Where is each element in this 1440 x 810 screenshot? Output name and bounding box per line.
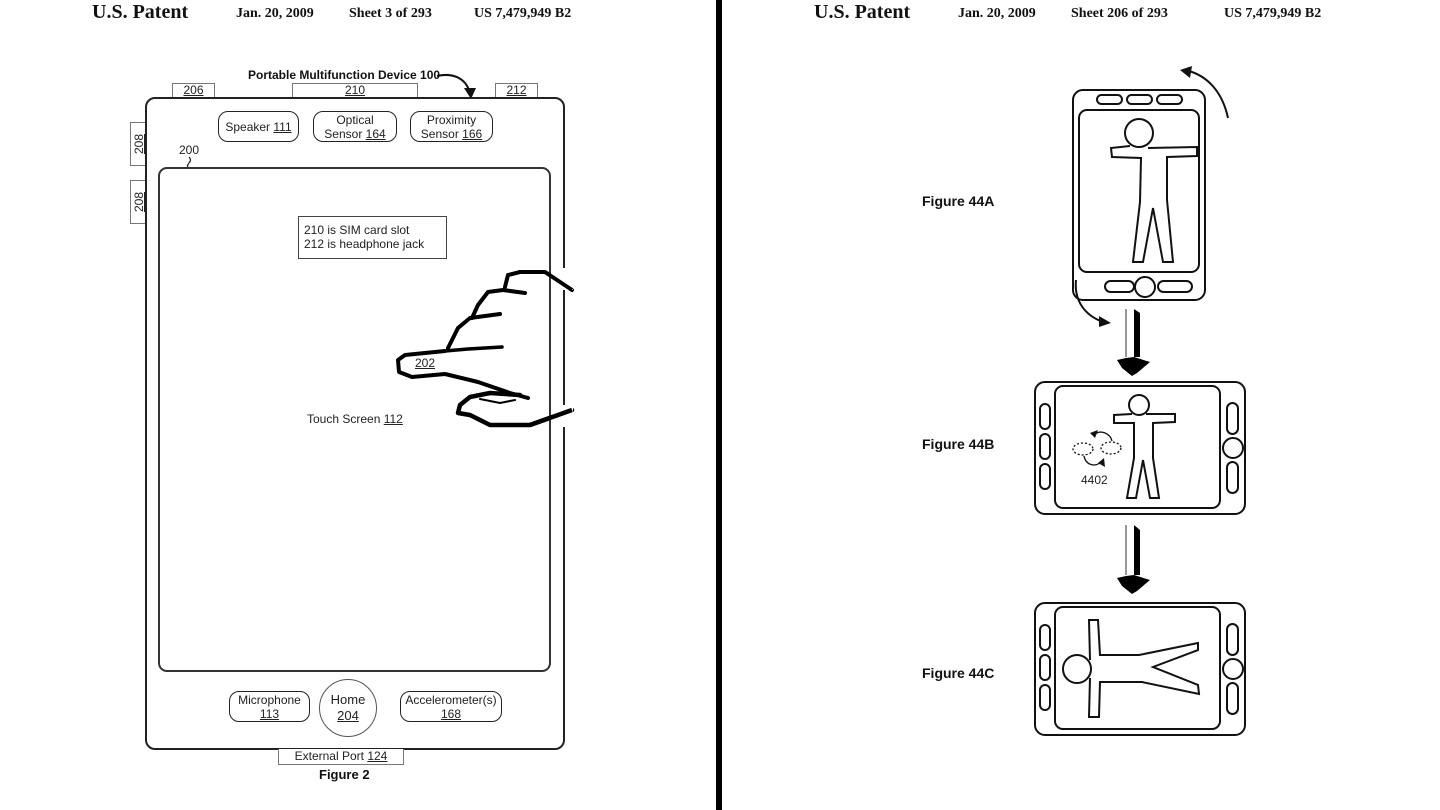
rotate-arrow-icon [1188,70,1229,119]
finger-ref-label: 202 [415,356,436,370]
port-212-headphone-jack: 212 [495,83,538,98]
person-upright-icon [1113,394,1176,499]
person-rotated-icon [1062,619,1201,718]
rotation-gesture-icon [1072,431,1122,466]
figure-44a-caption: Figure 44A [922,193,995,209]
screen-ref-label: 200 [179,143,200,157]
header-title: U.S. Patent [92,1,189,23]
phone-landscape-icon [1034,602,1246,736]
accelerometer-component: Accelerometer(s) 168 [400,691,502,722]
header-sheet-number: Sheet 206 of 293 [1071,6,1168,21]
touch-screen-label: Touch Screen 112 [307,412,403,426]
figure-caption: Figure 2 [319,767,370,782]
phone-portrait-icon [1072,89,1206,301]
speaker-component: Speaker 111 [218,111,299,142]
external-port: External Port 124 [278,749,404,765]
note-box: 210 is SIM card slot 212 is headphone ja… [298,216,447,259]
sheet-divider [716,0,722,810]
optical-sensor-component: Optical Sensor 164 [313,111,397,142]
rotation-figures: 4402 [1034,66,1246,736]
header-patent-number: US 7,479,949 B2 [1224,6,1322,21]
device-label: Portable Multifunction Device 100 [248,68,441,82]
proximity-sensor-component: Proximity Sensor 166 [410,111,493,142]
header-title: U.S. Patent [814,1,911,23]
rotate-arrow-icon [1074,279,1104,323]
device-label-arrow-icon [436,74,476,99]
transition-arrow-icon [1117,525,1150,594]
header-date: Jan. 20, 2009 [958,6,1036,21]
gesture-ref-label: 4402 [1081,473,1108,487]
transition-arrow-icon [1117,309,1150,376]
header-sheet-number: Sheet 3 of 293 [349,6,432,21]
patent-sheet-left: U.S. Patent Jan. 20, 2009 Sheet 3 of 293… [0,0,716,810]
phone-landscape-icon [1034,381,1246,515]
microphone-component: Microphone 113 [229,691,310,722]
figure-44b-caption: Figure 44B [922,436,995,452]
patent-sheet-right: U.S. Patent Jan. 20, 2009 Sheet 206 of 2… [722,0,1440,810]
header-date: Jan. 20, 2009 [236,6,314,21]
figure-44c-caption: Figure 44C [922,665,995,681]
person-upright-icon [1109,118,1198,263]
header-patent-number: US 7,479,949 B2 [474,6,572,21]
hand-icon [396,268,575,428]
home-button: Home 204 [319,679,377,737]
